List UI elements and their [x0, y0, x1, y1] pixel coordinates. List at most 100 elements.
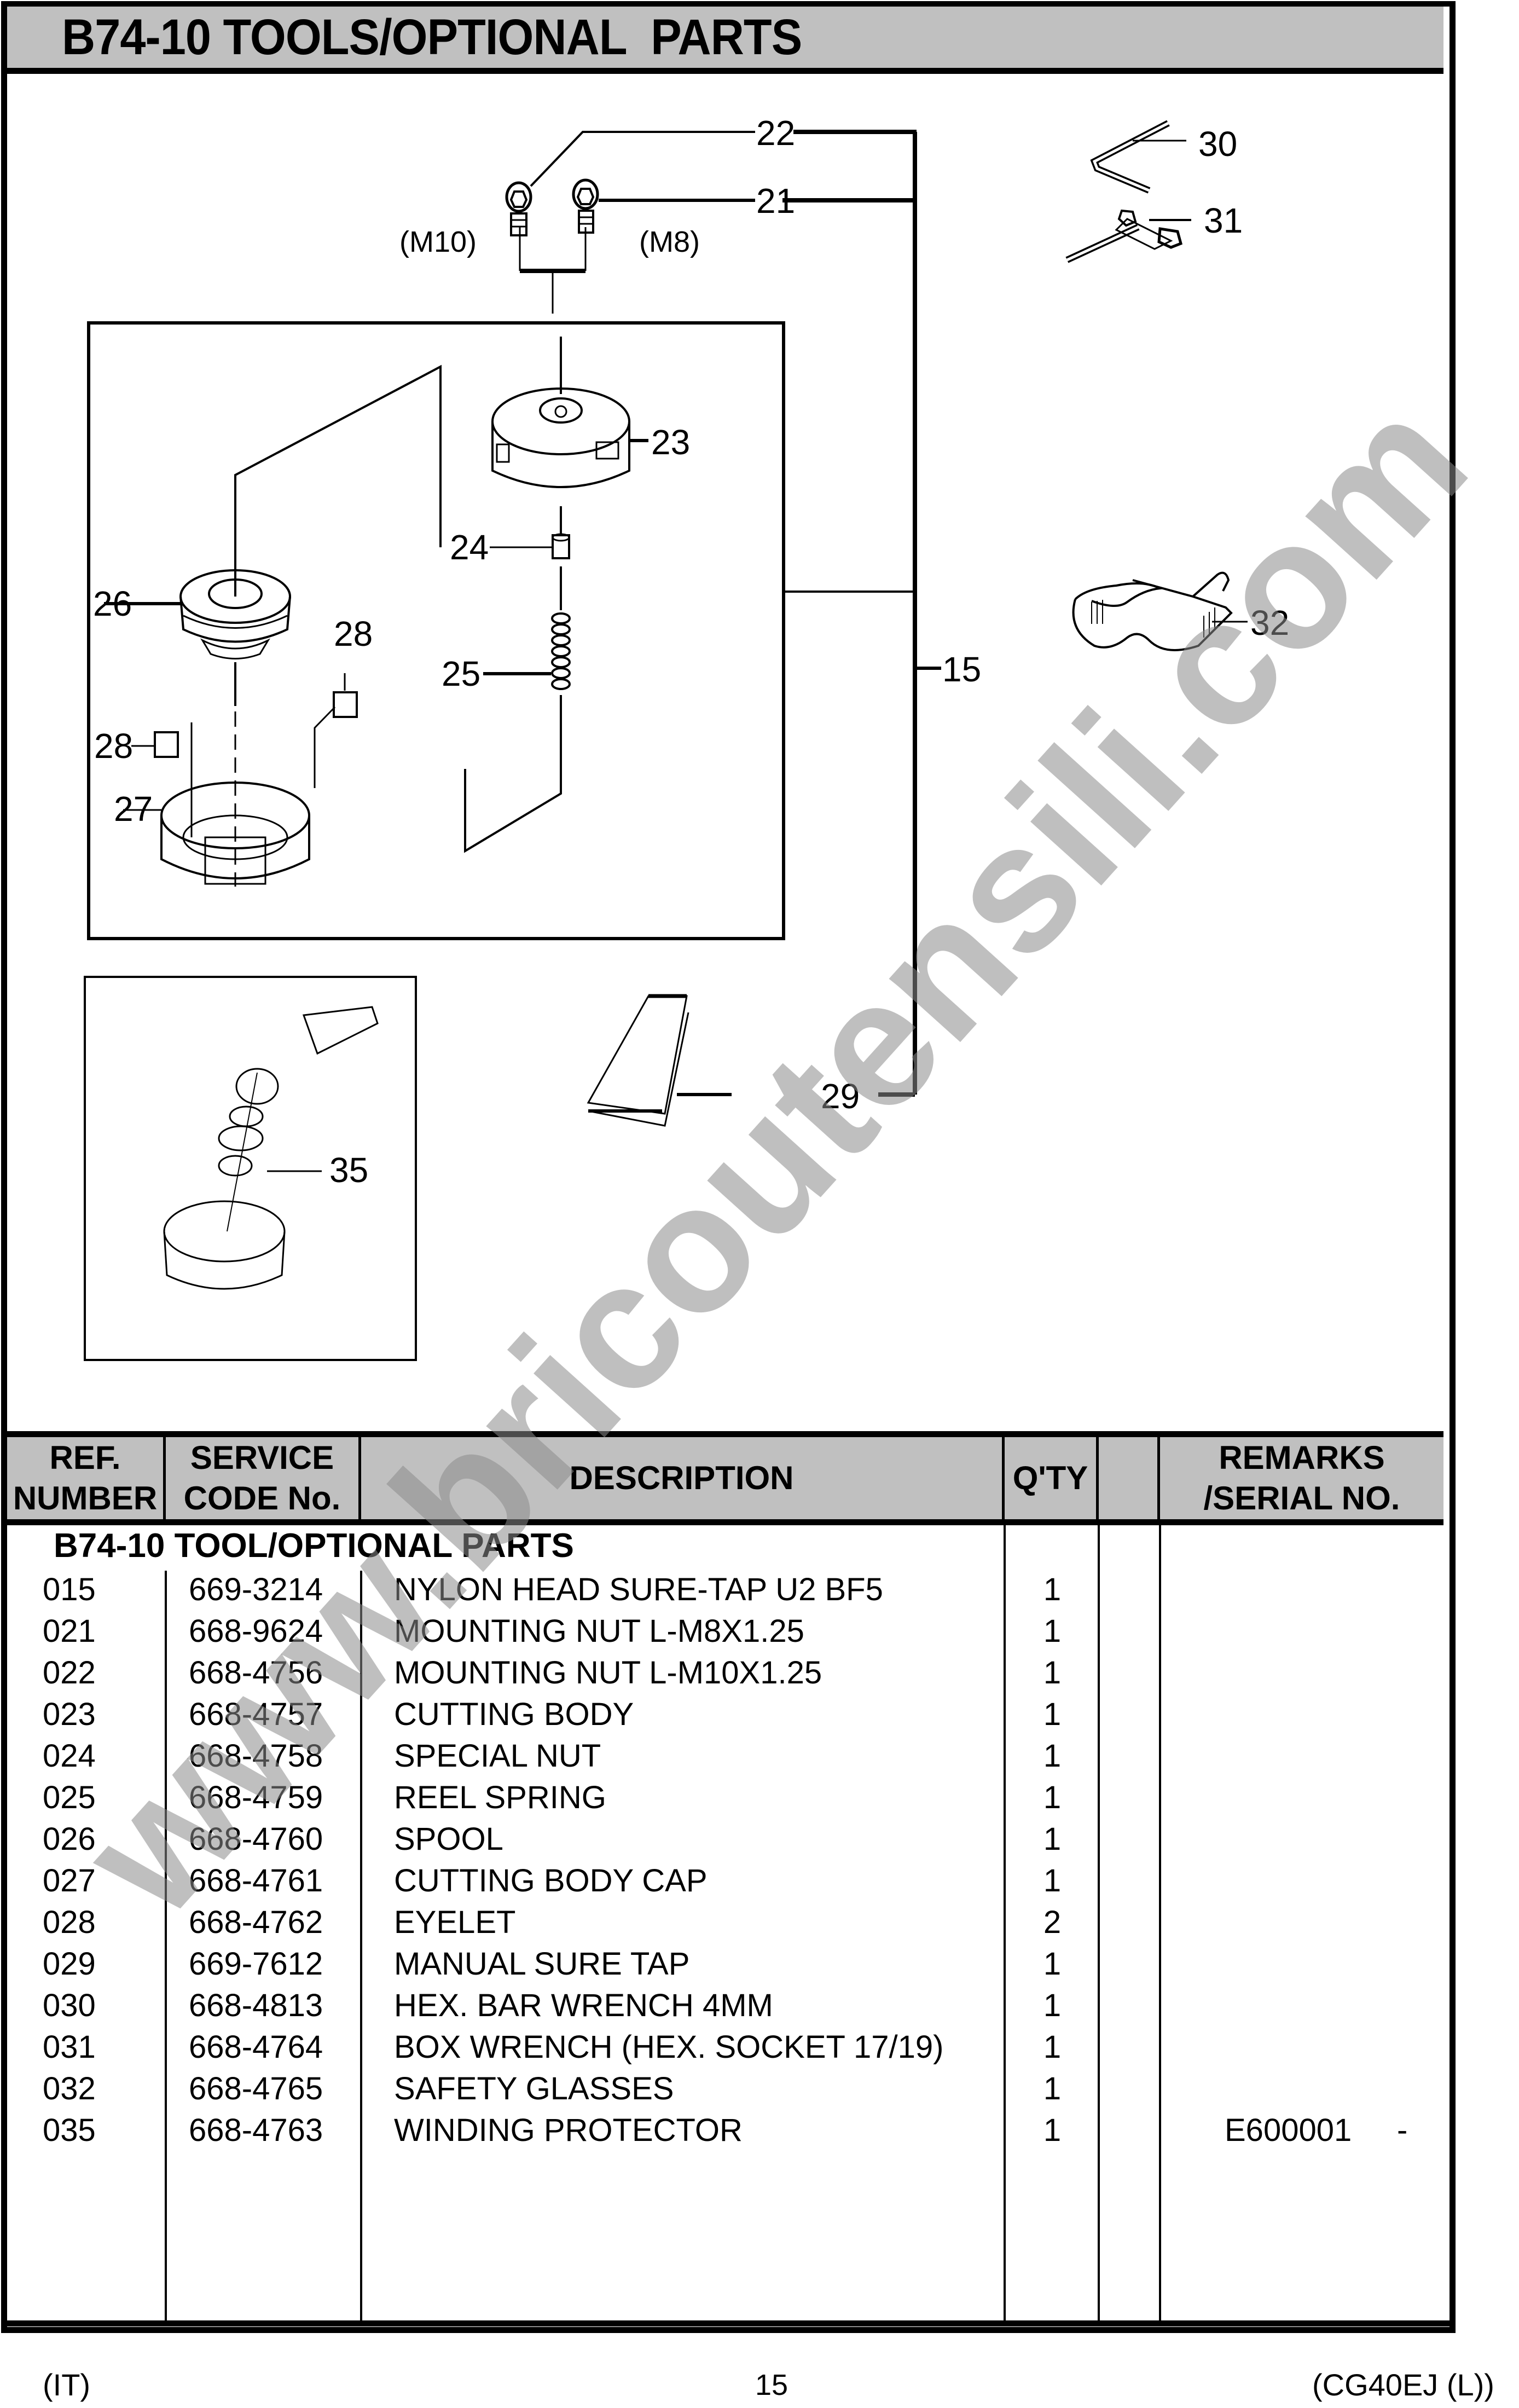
callout-m8: (M8): [639, 225, 700, 258]
mounting-nut-m10-icon: [505, 181, 532, 236]
quantity: 1: [1043, 1572, 1062, 1607]
table-row: 031 668-4764 BOX WRENCH (HEX. SOCKET 17/…: [7, 2027, 1443, 2068]
callout-22: 22: [756, 113, 795, 153]
service-code: 668-4758: [189, 1738, 323, 1774]
service-code: 668-4813: [189, 1988, 323, 2023]
exploded-parts-diagram: 22 21 (M10) (M8) 23 24 25 26 27 28 28 15…: [7, 74, 1443, 1431]
service-code: 668-4764: [189, 2029, 323, 2065]
callout-23: 23: [651, 422, 690, 462]
column-divider: [1098, 1525, 1100, 2320]
description: HEX. BAR WRENCH 4MM: [394, 1988, 773, 2023]
callout-35: 35: [329, 1150, 368, 1190]
eyelet-icon: [154, 691, 358, 758]
table-row: 021 668-9624 MOUNTING NUT L-M8X1.25 1: [7, 1611, 1443, 1652]
service-code: 668-4757: [189, 1697, 323, 1732]
table-row: 023 668-4757 CUTTING BODY 1: [7, 1694, 1443, 1735]
table-row: 030 668-4813 HEX. BAR WRENCH 4MM 1: [7, 1985, 1443, 2027]
table-row: 024 668-4758 SPECIAL NUT 1: [7, 1735, 1443, 1777]
table-header: REF. NUMBER SERVICE CODE No. DESCRIPTION…: [7, 1431, 1443, 1525]
header-code-line2: CODE No.: [183, 1480, 341, 1516]
quantity: 1: [1043, 1738, 1062, 1774]
quantity: 1: [1043, 1780, 1062, 1815]
quantity: 1: [1043, 1655, 1062, 1691]
column-divider: [360, 1571, 362, 2320]
callout-30: 30: [1198, 124, 1237, 164]
quantity: 1: [1043, 1863, 1062, 1898]
quantity: 1: [1043, 2071, 1062, 2106]
column-divider: [165, 1571, 167, 2320]
table-row: 027 668-4761 CUTTING BODY CAP 1: [7, 1860, 1443, 1902]
table-row: 026 668-4760 SPOOL 1: [7, 1819, 1443, 1860]
callout-28-left: 28: [94, 726, 133, 766]
description: CUTTING BODY: [394, 1697, 634, 1732]
header-description: DESCRIPTION: [361, 1437, 1005, 1519]
cutting-body-icon: [491, 387, 630, 488]
service-code: 668-9624: [189, 1613, 323, 1649]
header-ref-line1: REF.: [49, 1439, 121, 1476]
callout-27: 27: [114, 789, 153, 829]
ref-number: 031: [43, 2029, 96, 2065]
section-title: B74-10 TOOL/OPTIONAL PARTS: [54, 1527, 574, 1565]
quantity: 1: [1043, 2029, 1062, 2065]
callout-32: 32: [1250, 603, 1289, 642]
ref-number: 025: [43, 1780, 96, 1815]
column-divider: [1159, 1525, 1161, 2320]
quantity: 1: [1043, 2112, 1062, 2148]
service-code: 668-4765: [189, 2071, 323, 2106]
quantity: 1: [1043, 1821, 1062, 1857]
special-nut-icon: [552, 533, 570, 559]
table-bottom-border: [1, 2320, 1450, 2326]
table-row: 028 668-4762 EYELET 2: [7, 1902, 1443, 1943]
table-row: 015 669-3214 NYLON HEAD SURE-TAP U2 BF5 …: [7, 1569, 1443, 1611]
ref-number: 027: [43, 1863, 96, 1898]
description: CUTTING BODY CAP: [394, 1863, 708, 1898]
quantity: 1: [1043, 1697, 1062, 1732]
callout-26: 26: [93, 584, 132, 623]
service-code: 668-4756: [189, 1655, 323, 1691]
callout-29: 29: [821, 1076, 860, 1116]
mounting-nut-m8-icon: [572, 178, 599, 234]
remarks: E600001: [1225, 2112, 1352, 2148]
header-qty-label: Q'TY: [1012, 1460, 1088, 1496]
ref-number: 032: [43, 2071, 96, 2106]
callout-24: 24: [450, 528, 489, 567]
ref-number: 015: [43, 1572, 96, 1607]
description: SPOOL: [394, 1821, 503, 1857]
description: BOX WRENCH (HEX. SOCKET 17/19): [394, 2029, 944, 2065]
description: MOUNTING NUT L-M10X1.25: [394, 1655, 822, 1691]
table-row: 022 668-4756 MOUNTING NUT L-M10X1.25 1: [7, 1652, 1443, 1694]
description: MOUNTING NUT L-M8X1.25: [394, 1613, 804, 1649]
table-row: 035 668-4763 WINDING PROTECTOR 1 E600001…: [7, 2110, 1443, 2151]
footer-language: (IT): [43, 2368, 91, 2402]
header-service-code: SERVICE CODE No.: [166, 1437, 361, 1519]
callout-15: 15: [942, 650, 981, 689]
header-qty: Q'TY: [1005, 1437, 1099, 1519]
footer-model: (CG40EJ (L)): [1312, 2368, 1494, 2402]
quantity: 1: [1043, 1946, 1062, 1982]
parts-table: REF. NUMBER SERVICE CODE No. DESCRIPTION…: [7, 1431, 1443, 2320]
header-blank: [1099, 1437, 1160, 1519]
service-code: 668-4759: [189, 1780, 323, 1815]
hex-bar-wrench-icon: [1090, 120, 1170, 194]
quantity: 1: [1043, 1613, 1062, 1649]
quantity: 2: [1043, 1905, 1062, 1940]
service-code: 668-4763: [189, 2112, 323, 2148]
description: NYLON HEAD SURE-TAP U2 BF5: [394, 1572, 883, 1607]
callout-25: 25: [442, 654, 480, 693]
ref-number: 029: [43, 1946, 96, 1982]
header-ref-line2: NUMBER: [13, 1480, 158, 1516]
header-description-label: DESCRIPTION: [569, 1460, 794, 1496]
service-code: 669-3214: [189, 1572, 323, 1607]
ref-number: 026: [43, 1821, 96, 1857]
callout-31: 31: [1204, 201, 1243, 240]
service-code: 669-7612: [189, 1946, 323, 1982]
header-code-line1: SERVICE: [190, 1439, 334, 1476]
ref-number: 028: [43, 1905, 96, 1940]
manual-booklet-icon: [587, 994, 689, 1127]
description: WINDING PROTECTOR: [394, 2112, 743, 2148]
table-row: 032 668-4765 SAFETY GLASSES 1: [7, 2068, 1443, 2110]
table-body: B74-10 TOOL/OPTIONAL PARTS 015 669-3214 …: [7, 1525, 1443, 2320]
ref-number: 035: [43, 2112, 96, 2148]
service-code: 668-4760: [189, 1821, 323, 1857]
page-title: B74-10 TOOLS/OPTIONAL PARTS: [62, 9, 802, 65]
